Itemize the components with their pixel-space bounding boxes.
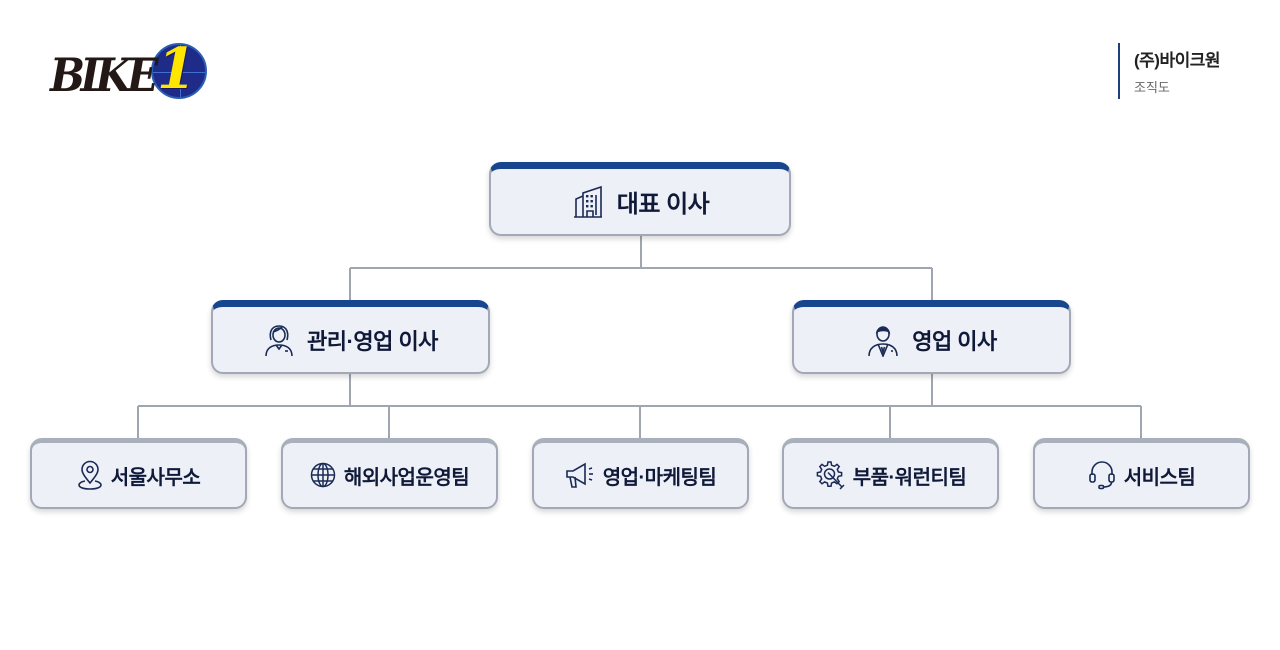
chart-subtitle: 조직도 xyxy=(1134,81,1170,96)
team-service-box: 서비스팀 xyxy=(1033,438,1250,509)
company-name: (주)바이크원 xyxy=(1134,51,1221,70)
logo-text: BIKE xyxy=(50,48,158,102)
headset-icon xyxy=(1088,460,1116,490)
director-admin-sales-box: 관리·영업 이사 xyxy=(211,300,490,374)
globe-icon xyxy=(310,462,336,488)
megaphone-icon xyxy=(565,461,595,489)
director-admin-sales-label: 관리·영업 이사 xyxy=(307,328,438,354)
company-heading: (주)바이크원 조직도 xyxy=(1118,43,1248,99)
team-sales-marketing-label: 영업·마케팅팀 xyxy=(602,466,717,489)
team-seoul-office-label: 서울사무소 xyxy=(110,466,201,489)
company-logo: BIKE 1 xyxy=(48,36,213,106)
building-icon xyxy=(571,185,605,219)
ceo-box: 대표 이사 xyxy=(489,162,791,236)
female-staff-icon xyxy=(263,323,295,357)
team-parts-warranty-label: 부품·워런티팀 xyxy=(852,466,967,489)
team-service-label: 서비스팀 xyxy=(1123,466,1196,489)
team-sales-marketing-box: 영업·마케팅팀 xyxy=(532,438,749,509)
director-sales-box: 영업 이사 xyxy=(792,300,1071,374)
gear-wrench-icon xyxy=(815,460,845,490)
location-pin-icon xyxy=(77,460,103,490)
logo-globe-mark xyxy=(151,43,207,99)
team-parts-warranty-box: 부품·워런티팀 xyxy=(782,438,999,509)
team-overseas-ops-label: 해외사업운영팀 xyxy=(343,466,470,489)
businessman-icon xyxy=(866,323,900,357)
director-sales-label: 영업 이사 xyxy=(912,328,997,354)
team-overseas-ops-box: 해외사업운영팀 xyxy=(281,438,498,509)
team-seoul-office-box: 서울사무소 xyxy=(30,438,247,509)
logo-number: 1 xyxy=(157,36,196,102)
ceo-label: 대표 이사 xyxy=(616,191,710,218)
